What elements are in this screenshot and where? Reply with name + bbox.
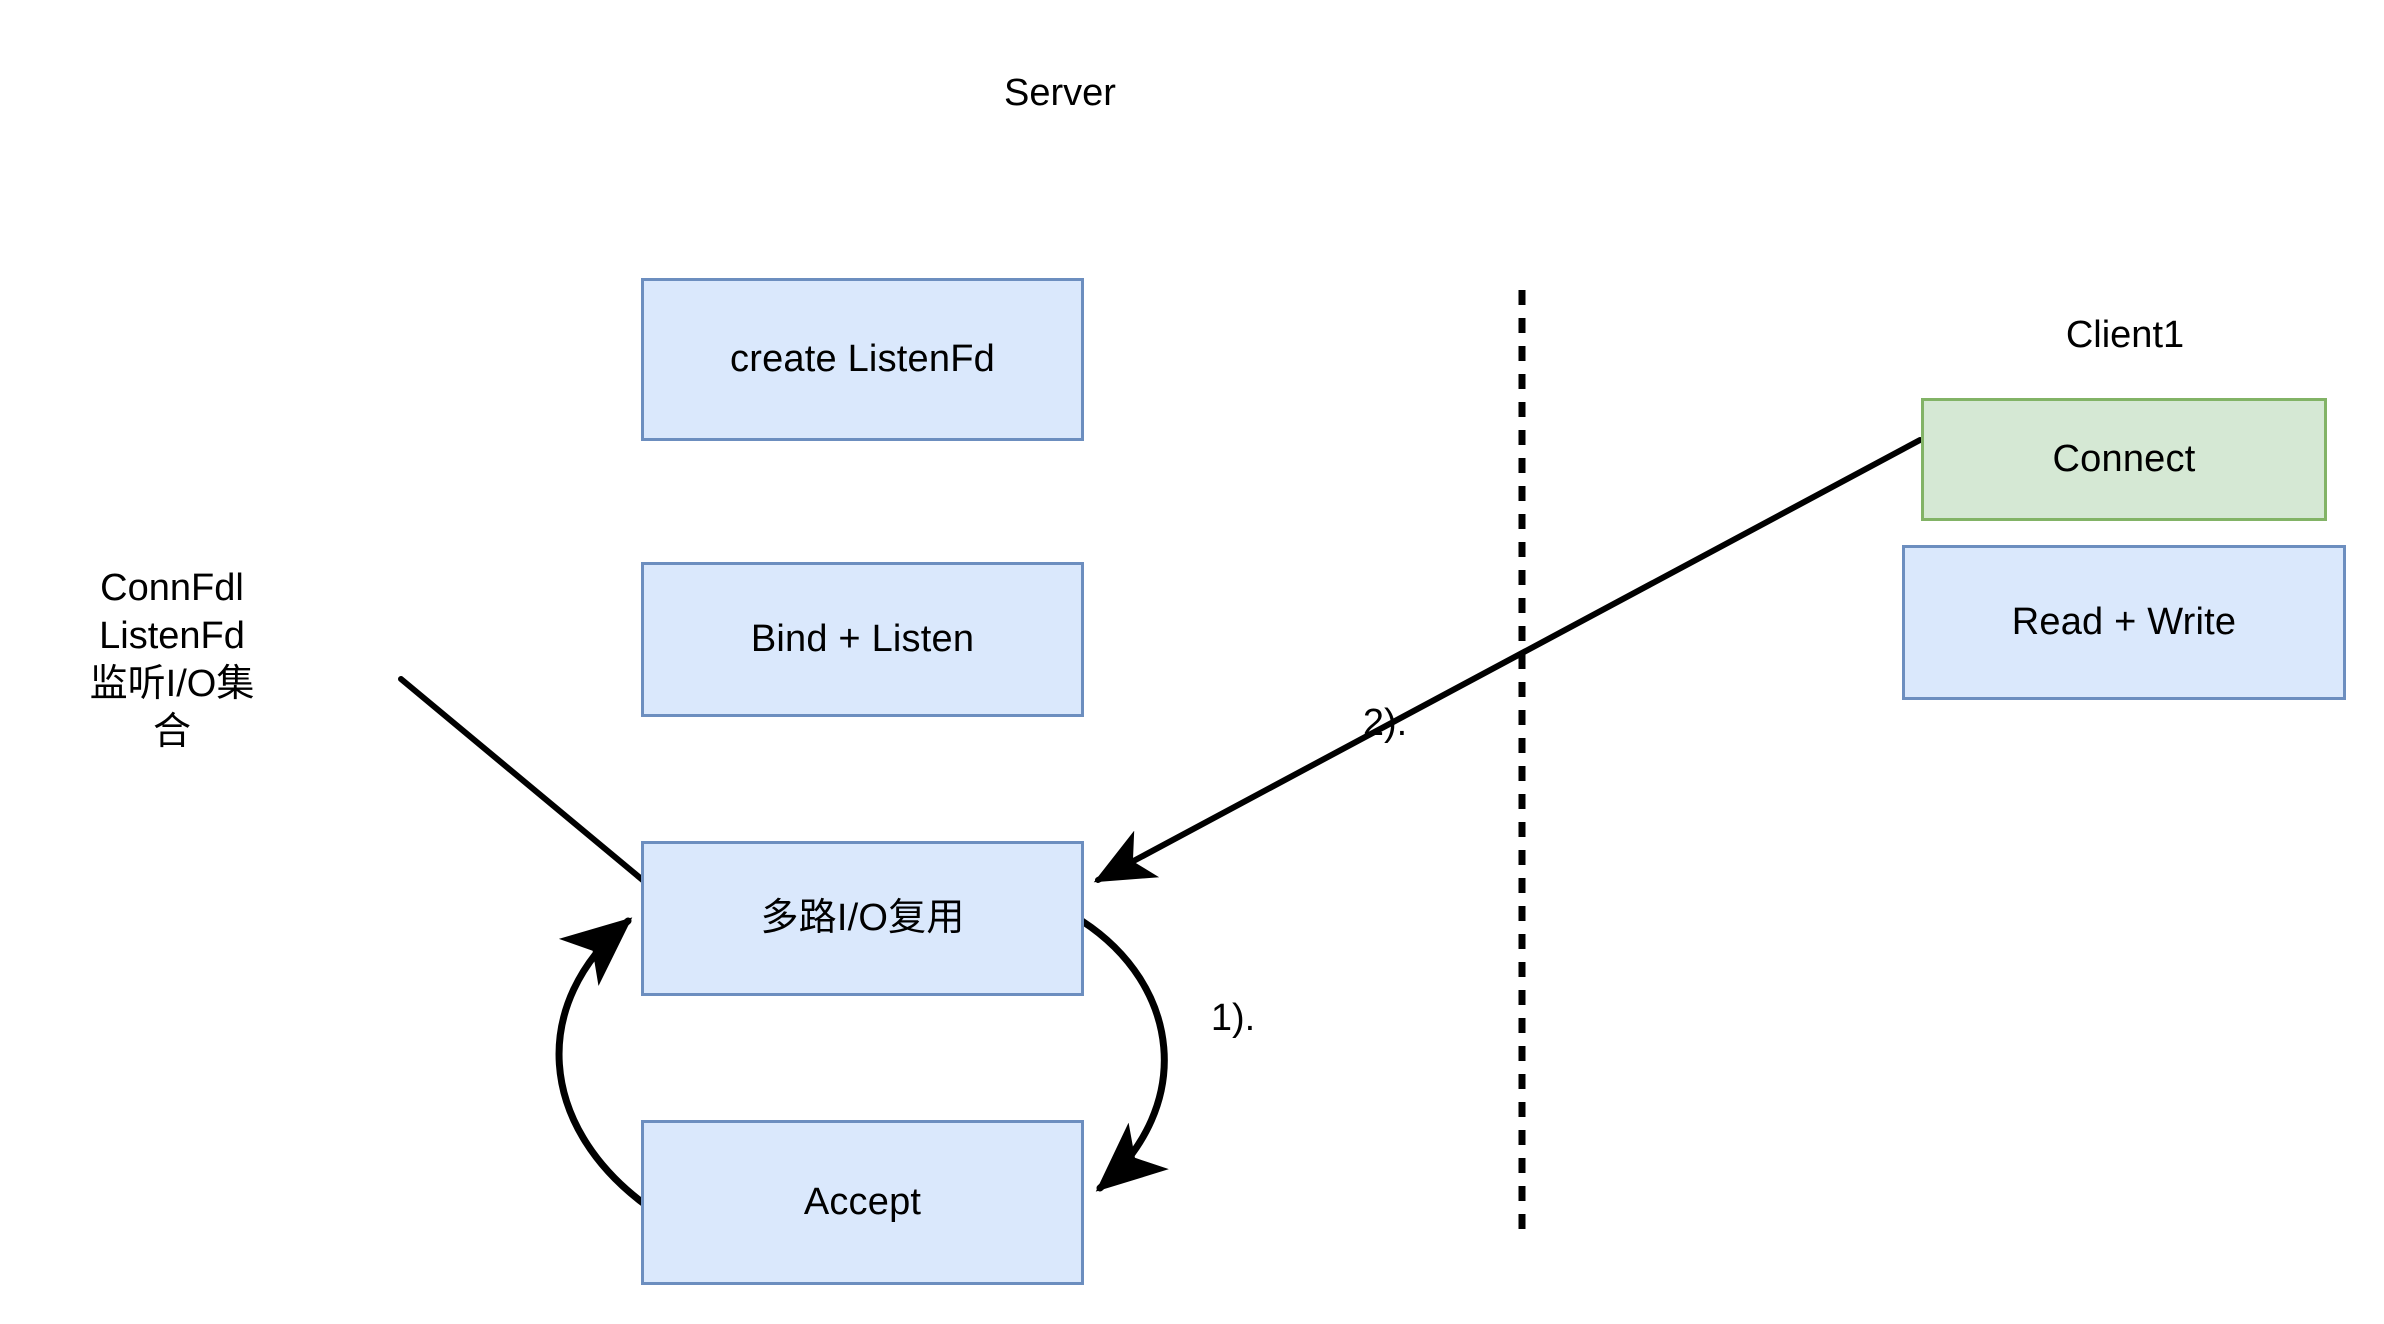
side-note-line-3: 监听I/O集	[89, 662, 255, 705]
node-connect[interactable]: Connect	[1921, 398, 2327, 521]
node-read-write[interactable]: Read + Write	[1902, 545, 2346, 700]
edge-connect-to-io-multiplex	[1093, 437, 1923, 883]
node-accept-label: Accept	[803, 1180, 922, 1223]
node-create-listenfd-label: create ListenFd	[730, 337, 995, 380]
edge-label-2: 2).	[1362, 702, 1408, 744]
edge-accept-to-io-multiplex	[555, 917, 647, 1207]
client-title: Client1	[2065, 314, 2185, 356]
side-note-line-2: ListenFd	[99, 614, 245, 657]
node-create-listenfd[interactable]: create ListenFd	[641, 278, 1084, 441]
edge-side-note-to-io-multiplex	[398, 676, 648, 885]
edge-label-1: 1).	[1210, 997, 1256, 1039]
node-bind-listen[interactable]: Bind + Listen	[641, 562, 1084, 717]
node-accept[interactable]: Accept	[641, 1120, 1084, 1285]
server-title: Server	[1004, 72, 1116, 114]
node-connect-label: Connect	[2052, 437, 2196, 480]
node-io-multiplex[interactable]: 多路I/O复用	[641, 841, 1084, 996]
node-read-write-label: Read + Write	[2011, 600, 2237, 643]
side-note-line-1: ConnFdl	[100, 567, 244, 609]
side-note-connfd-listenfd: ConnFdl ListenFd 监听I/O集 合	[42, 565, 302, 757]
node-io-multiplex-label: 多路I/O复用	[760, 896, 965, 939]
edge-io-multiplex-to-accept	[1078, 917, 1169, 1192]
side-note-line-4: 合	[152, 710, 191, 753]
node-bind-listen-label: Bind + Listen	[750, 617, 975, 660]
